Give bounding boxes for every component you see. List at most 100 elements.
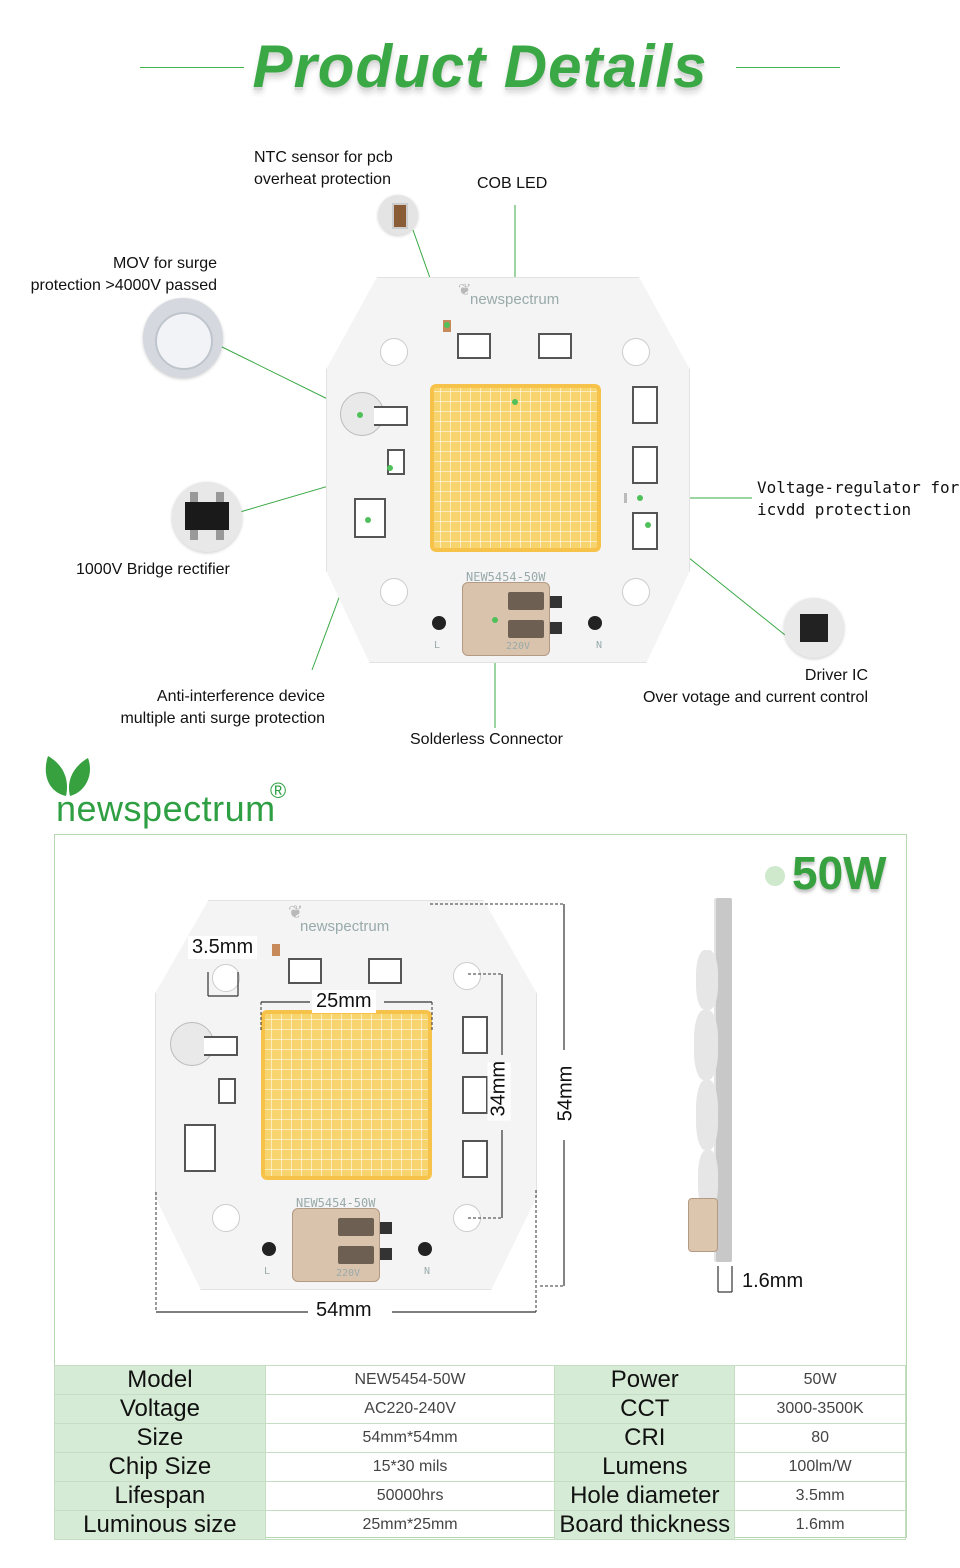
terminal-l-label: L <box>434 640 441 651</box>
callout-anti: Anti-interference device multiple anti s… <box>90 686 325 730</box>
terminal-n-label: N <box>596 640 603 651</box>
spec-label: Lumens <box>554 1452 736 1482</box>
pad <box>387 449 405 475</box>
dim-board-width: 54mm <box>312 1299 376 1322</box>
pad <box>457 333 491 359</box>
mov-disc-icon <box>155 312 213 370</box>
spec-label: Voltage <box>54 1394 266 1424</box>
terminal-n <box>418 1242 432 1256</box>
spec-label: Hole diameter <box>554 1481 736 1511</box>
watt-bullet-icon <box>765 866 785 886</box>
pad <box>462 1076 488 1114</box>
connector-slot <box>508 620 544 638</box>
driver-thumbnail <box>784 598 844 658</box>
dim-cob-size: 25mm <box>312 990 376 1013</box>
spec-label: Model <box>54 1365 266 1395</box>
cob-led <box>430 384 601 552</box>
board-model-silk: NEW5454-50W <box>296 1196 376 1210</box>
dim-hole-spacing: 34mm <box>487 1061 511 1121</box>
callout-driver-line2: Over votage and current control <box>642 689 868 706</box>
spec-value: 54mm*54mm <box>264 1423 556 1453</box>
pad <box>204 1036 238 1056</box>
board-brand-silk: newspectrum <box>470 291 560 308</box>
callout-ntc: NTC sensor for pcb overheat protection <box>254 147 393 191</box>
callout-bridge: 1000V Bridge rectifier <box>76 561 230 578</box>
terminal-n-label: N <box>424 1266 431 1277</box>
brand-name: newspectrum <box>56 788 276 829</box>
spec-label: Chip Size <box>54 1452 266 1482</box>
brand-registered-mark: ® <box>270 778 287 803</box>
callout-ntc-line1: NTC sensor for pcb <box>254 149 393 166</box>
side-component <box>698 1150 718 1210</box>
board-model-silk: NEW5454-50W <box>466 570 546 584</box>
callout-dot <box>512 399 518 405</box>
callout-cob: COB LED <box>477 175 548 192</box>
pad <box>462 1140 488 1178</box>
cob-led <box>261 1010 432 1180</box>
dim-board-thickness: 1.6mm <box>738 1270 808 1293</box>
bridge-thumbnail <box>172 482 242 552</box>
terminal-l-label: L <box>264 1266 271 1277</box>
spec-label: Size <box>54 1423 266 1453</box>
regulator-component <box>624 493 627 503</box>
spec-label: CRI <box>554 1423 736 1453</box>
bridge-pin <box>190 530 198 540</box>
pad <box>288 958 322 984</box>
ntc-thumbnail <box>378 195 418 235</box>
spec-label: Lifespan <box>54 1481 266 1511</box>
dim-board-height: 54mm <box>554 1061 578 1126</box>
pad <box>218 1078 236 1104</box>
pad <box>632 446 658 484</box>
bridge-pin <box>216 530 224 540</box>
header-line-left <box>140 67 244 68</box>
callout-regulator: Voltage-regulator for icvdd protection <box>757 477 959 521</box>
callout-regulator-line2: icvdd protection <box>757 500 912 519</box>
board-brand-silk: newspectrum <box>300 918 390 935</box>
spec-value: 3000-3500K <box>734 1394 906 1424</box>
spec-label: Luminous size <box>54 1510 266 1540</box>
dim-pad-size: 3.5mm <box>188 936 258 959</box>
bridge-chip-icon <box>185 502 229 530</box>
connector-slot <box>508 592 544 610</box>
pad <box>538 333 572 359</box>
bridge-pin <box>216 492 224 502</box>
spec-label: CCT <box>554 1394 736 1424</box>
side-component <box>694 1010 718 1080</box>
pad <box>632 512 658 550</box>
mount-hole <box>212 964 240 992</box>
mount-hole <box>622 338 650 366</box>
connector-tab <box>550 596 562 608</box>
callout-ntc-line2: overheat protection <box>254 171 391 188</box>
side-component <box>696 1080 718 1150</box>
callout-dot <box>357 412 363 418</box>
mount-hole <box>380 578 408 606</box>
mount-hole <box>453 1204 481 1232</box>
callout-connector: Solderless Connector <box>410 731 563 748</box>
spec-label: Power <box>554 1365 736 1395</box>
pad <box>354 498 386 538</box>
callout-mov-line2: protection >4000V passed <box>30 277 217 294</box>
callout-anti-line2: multiple anti surge protection <box>120 710 325 727</box>
callout-dot <box>637 495 643 501</box>
connector-tab <box>380 1248 392 1260</box>
connector-tab <box>380 1222 392 1234</box>
board-voltage-silk: 220V <box>506 641 531 652</box>
mount-hole <box>622 578 650 606</box>
ntc-component <box>272 944 280 956</box>
spec-label: Board thickness <box>554 1510 736 1540</box>
board-logo-leaf-icon: ❦ <box>458 282 472 299</box>
callout-dot <box>444 322 450 328</box>
pad <box>462 1016 488 1054</box>
callout-dot <box>387 465 393 471</box>
pad <box>374 406 408 426</box>
spec-value: 100lm/W <box>734 1452 906 1482</box>
header-line-right <box>736 67 840 68</box>
callout-dot <box>492 617 498 623</box>
spec-value: 25mm*25mm <box>264 1510 556 1540</box>
mount-hole <box>453 962 481 990</box>
